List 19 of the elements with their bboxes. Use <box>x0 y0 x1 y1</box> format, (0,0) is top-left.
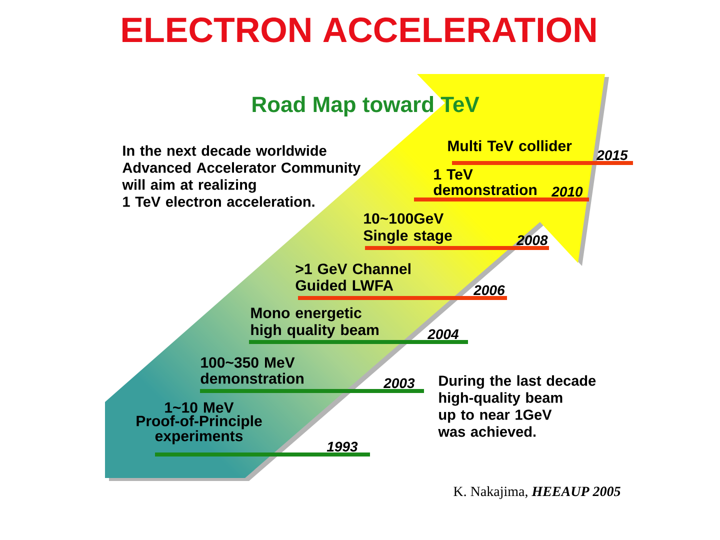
title: ELECTRON ACCELERATION <box>122 18 596 42</box>
year-label: 2006 <box>473 285 505 296</box>
milestone-text: 1 TeV demonstration <box>434 169 536 196</box>
note-text: During the last decade high-quality beam up to near 1GeV was achieved. <box>438 375 596 437</box>
year-label: 2015 <box>596 150 628 160</box>
year-label: 2004 <box>427 329 459 340</box>
milestone-text: 10~100GeV Single stage <box>364 213 452 244</box>
year-label: 2010 <box>551 186 583 197</box>
milestone-text: Multi TeV collider <box>448 140 572 152</box>
milestone-text: >1 GeV Channel Guided LWFA <box>296 263 410 291</box>
milestone-text: 100~350 MeV demonstration <box>200 357 304 384</box>
citation: K. Nakajima, HEEAUP 2005 <box>454 486 620 499</box>
note-text: In the next decade worldwide Advanced Accelerator Community will aim at realizing 1 TeV electron acceleration. <box>122 145 361 207</box>
milestone-text: 1~10 MeV Proof-of-Principle experiments <box>136 402 262 444</box>
year-label: 2003 <box>383 378 415 388</box>
year-label: 2008 <box>516 235 548 246</box>
year-label: 1993 <box>326 442 358 452</box>
subtitle: Road Map toward TeV <box>252 96 480 117</box>
milestone-text: Mono energetic high quality beam <box>251 307 378 338</box>
